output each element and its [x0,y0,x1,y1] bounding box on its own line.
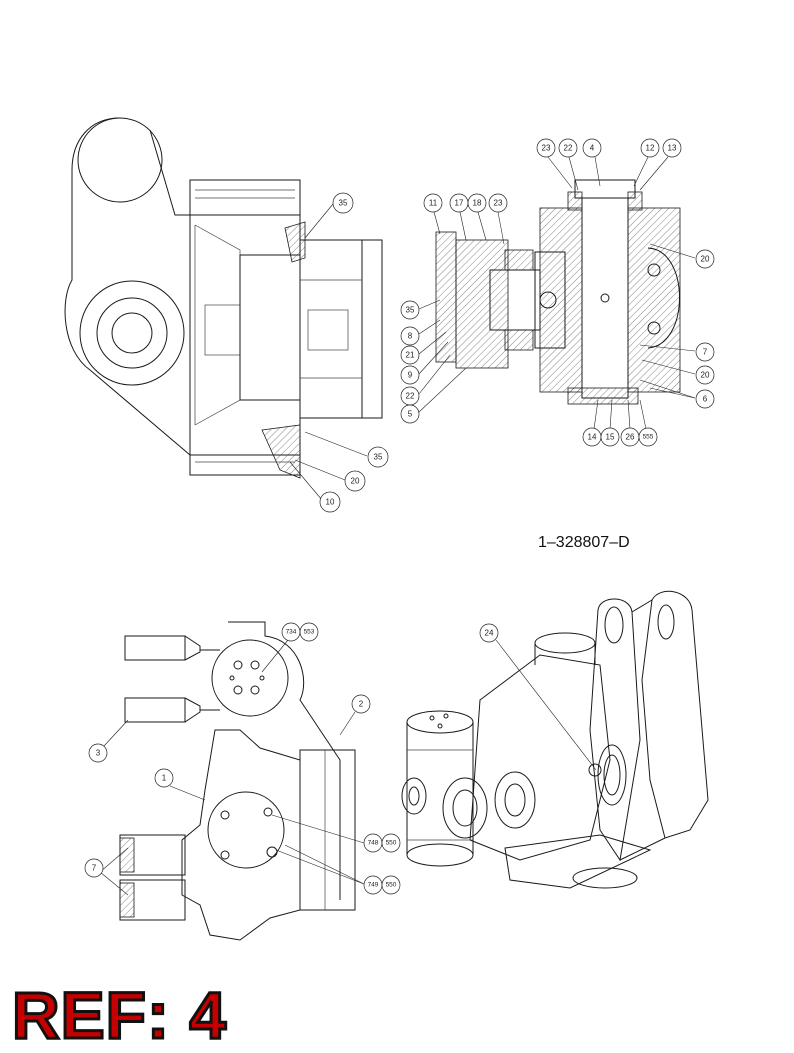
balloon-748: 748 [363,833,383,853]
balloon-group-front: 734 553 2 3 1 7 748 550 749 550 [84,622,401,896]
balloon-15: 15 [600,427,620,447]
balloon-4: 4 [582,138,602,158]
svg-text:13: 13 [668,144,677,153]
balloon-6: 6 [695,389,715,409]
balloon-9: 9 [400,365,420,385]
svg-text:26: 26 [626,433,635,442]
svg-text:555: 555 [643,434,654,441]
balloon-5: 5 [400,404,420,424]
balloon-23b: 23 [488,193,508,213]
isometric-view [401,590,709,889]
balloon-20a: 20 [695,249,715,269]
balloon-17: 17 [449,193,469,213]
svg-text:17: 17 [455,199,464,208]
balloon-26: 26 [620,427,640,447]
svg-text:20: 20 [701,255,710,264]
svg-text:550: 550 [386,840,397,847]
svg-text:749: 749 [368,882,379,889]
balloon-553: 553 [299,622,319,642]
balloon-749: 749 [363,875,383,895]
balloon-7: 7 [695,342,715,362]
side-section-view [64,117,383,479]
balloon-13: 13 [662,138,682,158]
svg-text:22: 22 [564,144,573,153]
svg-text:11: 11 [429,199,438,208]
balloon-21: 21 [400,345,420,365]
balloon-group-cross: 23 22 4 12 13 11 17 18 23 20 35 8 21 9 2… [400,138,715,447]
balloon-23a: 23 [536,138,556,158]
svg-text:20: 20 [351,477,360,486]
balloon-group-side: 35 35 20 10 [289,192,389,513]
cross-section-view [435,179,681,405]
svg-text:10: 10 [326,498,335,507]
svg-text:15: 15 [606,433,615,442]
balloon-35: 35 [400,300,420,320]
balloon-1: 1 [154,768,174,788]
svg-text:23: 23 [494,199,503,208]
svg-text:35: 35 [374,453,383,462]
balloon-20: 20 [344,470,366,492]
balloon-22a: 22 [558,138,578,158]
balloon-555: 555 [638,427,658,447]
svg-text:7: 7 [703,348,708,357]
svg-text:2: 2 [359,700,364,709]
balloon-8: 8 [400,326,420,346]
svg-text:734: 734 [286,629,297,636]
svg-text:22: 22 [406,392,415,401]
balloon-24: 24 [479,623,499,643]
svg-text:12: 12 [646,144,655,153]
svg-text:553: 553 [304,629,315,636]
svg-text:35: 35 [406,306,415,315]
balloon-11: 11 [423,193,443,213]
ref-label: REF: 4 [10,978,228,1052]
svg-text:4: 4 [590,144,595,153]
balloon-550b: 550 [381,875,401,895]
balloon-35a: 35 [332,192,354,214]
svg-text:8: 8 [408,332,413,341]
svg-text:14: 14 [588,433,597,442]
svg-text:24: 24 [485,629,494,638]
drawing-number: 1–328807–D [538,534,630,551]
balloon-7-front: 7 [84,858,104,878]
balloon-10: 10 [319,491,341,513]
balloon-35b: 35 [367,446,389,468]
svg-text:9: 9 [408,371,413,380]
svg-text:1: 1 [162,774,167,783]
svg-text:20: 20 [701,371,710,380]
balloon-12: 12 [640,138,660,158]
svg-text:21: 21 [406,351,415,360]
balloon-group-iso: 24 [479,623,597,771]
svg-text:3: 3 [96,749,101,758]
svg-text:7: 7 [92,864,97,873]
svg-text:748: 748 [368,840,379,847]
svg-text:5: 5 [408,410,413,419]
balloon-734: 734 [281,622,301,642]
balloon-2: 2 [351,694,371,714]
balloon-14: 14 [582,427,602,447]
svg-text:18: 18 [473,199,482,208]
svg-text:23: 23 [542,144,551,153]
svg-text:6: 6 [703,395,708,404]
svg-text:550: 550 [386,882,397,889]
balloon-20b: 20 [695,365,715,385]
balloon-22b: 22 [400,386,420,406]
front-view [119,621,356,941]
balloon-3: 3 [88,743,108,763]
svg-text:35: 35 [339,199,348,208]
balloon-550a: 550 [381,833,401,853]
balloon-18: 18 [467,193,487,213]
